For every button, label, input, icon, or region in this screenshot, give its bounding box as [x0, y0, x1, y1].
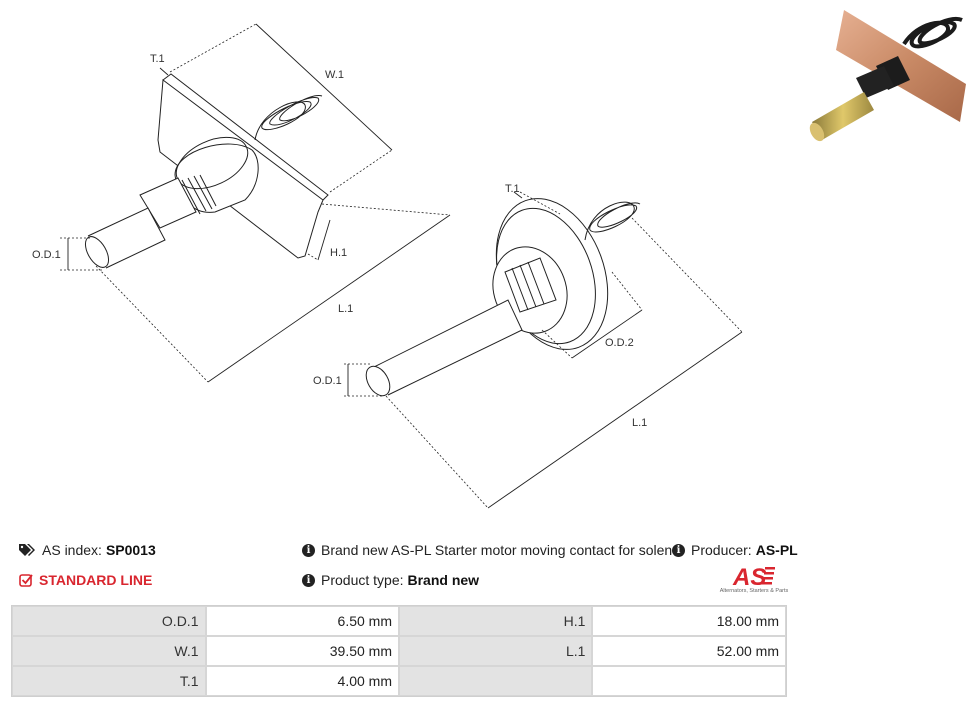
spec-label: O.D.1 — [12, 606, 206, 636]
info-icon: i — [302, 573, 315, 587]
table-row: O.D.1 6.50 mm H.1 18.00 mm — [12, 606, 786, 636]
h1-label: H.1 — [330, 247, 347, 259]
spec-label: T.1 — [12, 666, 206, 696]
description-row: i Brand new AS-PL Starter motor moving c… — [302, 542, 675, 558]
info-icon: i — [302, 543, 315, 557]
table-row: T.1 4.00 mm — [12, 666, 786, 696]
info-icon: i — [672, 543, 685, 557]
spec-label — [399, 666, 593, 696]
spec-value: 52.00 mm — [592, 636, 786, 666]
product-photo — [809, 10, 966, 142]
od1-label-right: O.D.1 — [313, 375, 342, 387]
w1-label: W.1 — [325, 69, 344, 81]
spec-value: 39.50 mm — [205, 636, 399, 666]
standard-line-label: STANDARD LINE — [39, 572, 153, 588]
spec-value: 6.50 mm — [205, 606, 399, 636]
tags-icon — [19, 543, 35, 556]
od2-label: O.D.2 — [605, 337, 634, 349]
product-type-label: Product type: — [321, 572, 404, 588]
svg-text:AS: AS — [732, 565, 766, 587]
spec-label: L.1 — [399, 636, 593, 666]
spec-label: W.1 — [12, 636, 206, 666]
spec-value: 4.00 mm — [205, 666, 399, 696]
spec-value: 18.00 mm — [592, 606, 786, 636]
od1-label-left: O.D.1 — [32, 249, 61, 261]
table-row: W.1 39.50 mm L.1 52.00 mm — [12, 636, 786, 666]
t1-label-right: T.1 — [505, 183, 520, 195]
standard-line-badge: STANDARD LINE — [19, 572, 152, 588]
as-pl-logo: AS Alternators, Starters & Parts — [715, 565, 793, 597]
product-type-row: i Product type: Brand new — [302, 572, 479, 588]
description-text: Brand new AS-PL Starter motor moving con… — [321, 542, 675, 558]
as-index-row: AS index: SP0013 — [19, 542, 156, 558]
product-type-value: Brand new — [407, 572, 480, 588]
specifications-table: O.D.1 6.50 mm H.1 18.00 mm W.1 39.50 mm … — [11, 605, 787, 697]
as-index-label: AS index: — [42, 542, 102, 558]
spec-label: H.1 — [399, 606, 593, 636]
producer-row: i Producer: AS-PL — [672, 542, 798, 558]
technical-drawing: T.1 W.1 H.1 O.D.1 L.1 T.1 O.D.2 O.D.1 L.… — [32, 23, 743, 509]
t1-label-left: T.1 — [150, 53, 165, 65]
producer-label: Producer: — [691, 542, 752, 558]
l1-label-right: L.1 — [632, 417, 647, 429]
check-square-icon — [19, 574, 33, 587]
as-logo-mark: AS — [732, 565, 775, 587]
spec-value — [592, 666, 786, 696]
logo-tagline: Alternators, Starters & Parts — [719, 588, 789, 594]
l1-label-left: L.1 — [338, 303, 353, 315]
as-index-value: SP0013 — [105, 542, 156, 558]
producer-value: AS-PL — [755, 542, 798, 558]
